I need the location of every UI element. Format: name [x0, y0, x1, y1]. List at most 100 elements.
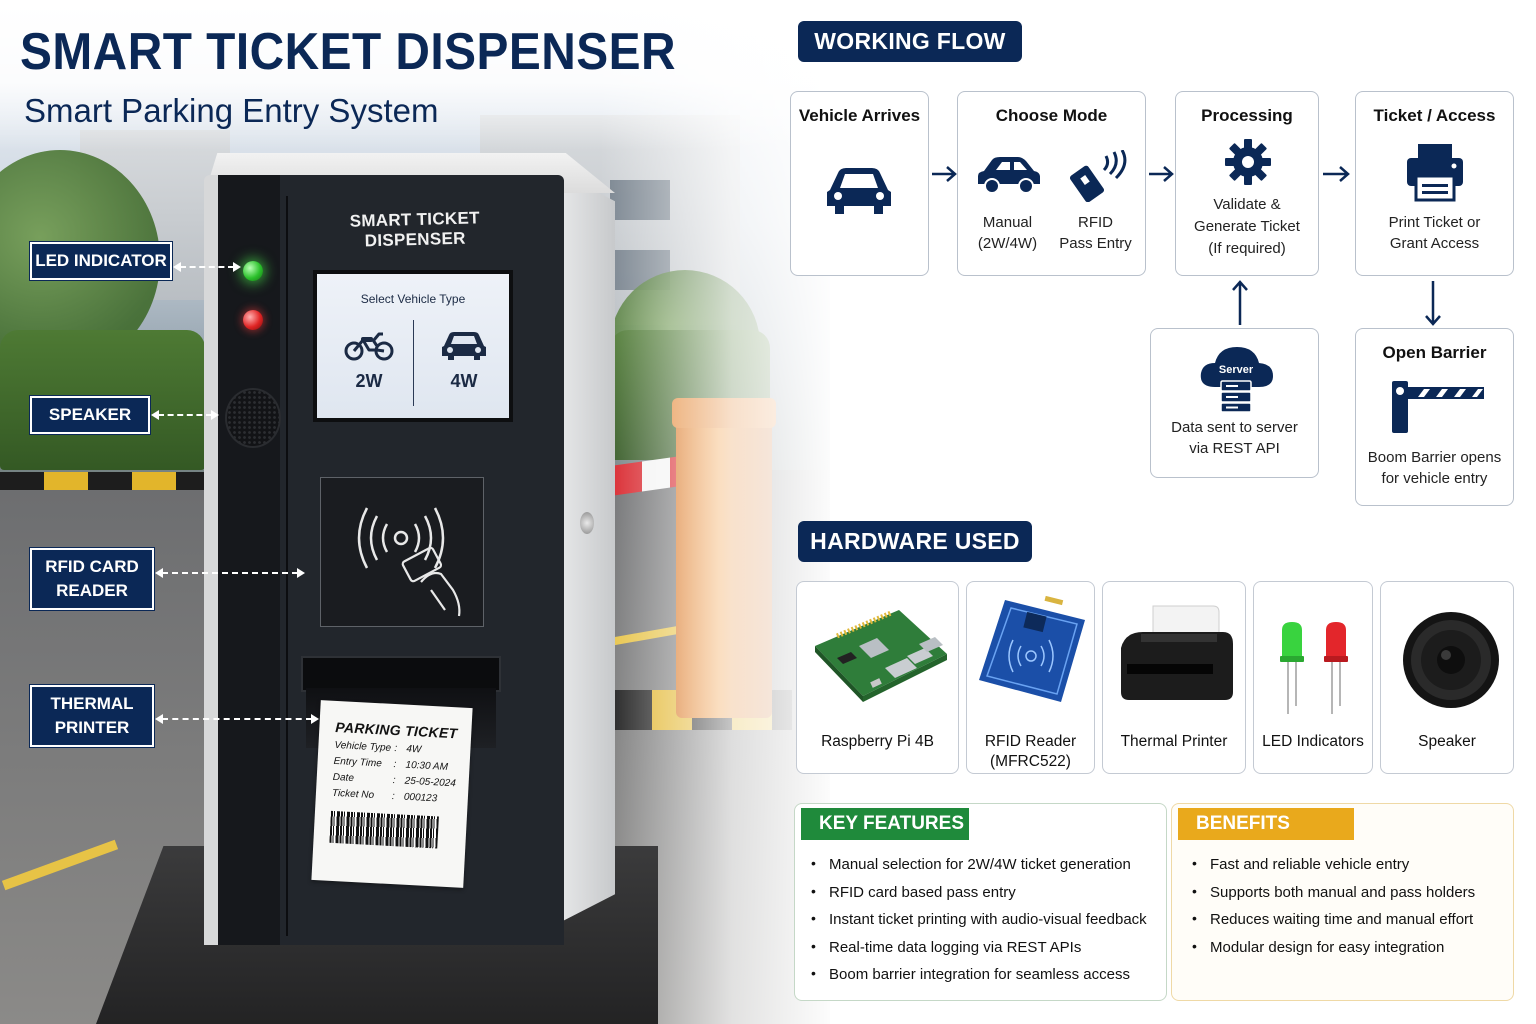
- flow-arrow-up: [1232, 280, 1248, 325]
- parking-ticket: PARKING TICKET Vehicle Type:4W Entry Tim…: [311, 700, 473, 888]
- benefits-panel: BENEFITS Fast and reliable vehicle entry…: [1171, 803, 1514, 1001]
- page-title: SMART TICKET DISPENSER: [20, 23, 677, 81]
- callout-led-indicator: LED INDICATOR: [29, 241, 173, 281]
- ticket-row: Entry Time:10:30 AM: [333, 755, 449, 773]
- gear-icon: [1225, 139, 1271, 185]
- ticket-row: Date:25-05-2024: [332, 771, 457, 790]
- page-subtitle: Smart Parking Entry System: [24, 92, 439, 129]
- benefits-heading: BENEFITS: [1178, 808, 1354, 840]
- screen-option-2w[interactable]: 2W: [329, 328, 409, 392]
- list-item: Boom barrier integration for seamless ac…: [811, 965, 1147, 994]
- raspberry-pi-image: [815, 610, 947, 702]
- key-features-list: Manual selection for 2W/4W ticket genera…: [811, 855, 1147, 994]
- key-features-panel: KEY FEATURES Manual selection for 2W/4W …: [794, 803, 1167, 1001]
- flow-step-title: Ticket / Access: [1373, 106, 1496, 125]
- working-flow-heading: WORKING FLOW: [798, 21, 1022, 62]
- list-item: Modular design for easy integration: [1192, 938, 1475, 967]
- callout-connector: [155, 714, 319, 724]
- flow-step-title: Processing: [1201, 106, 1293, 125]
- list-item: RFID card based pass entry: [811, 883, 1147, 912]
- car-icon: [827, 168, 891, 214]
- hardware-label: RFID Reader(MFRC522): [984, 733, 1077, 770]
- screen-divider: [413, 320, 414, 406]
- hardware-item-rfid-reader: RFID Reader(MFRC522): [966, 581, 1095, 774]
- hardware-label: Raspberry Pi 4B: [821, 733, 934, 750]
- speaker-image: [1403, 612, 1499, 708]
- led-components-image: [1280, 622, 1348, 714]
- hardware-item-raspberry-pi: Raspberry Pi 4B: [796, 581, 959, 774]
- product-photo: SMART TICKET DISPENSER Select Vehicle Ty…: [0, 0, 830, 1024]
- callout-connector: [151, 410, 219, 420]
- rfid-card-icon: [1070, 150, 1127, 202]
- flow-step-desc: Manual(2W/4W): [977, 214, 1038, 252]
- flow-arrow-down: [1425, 281, 1441, 326]
- printer-icon: [1407, 144, 1463, 202]
- speaker-grille: [225, 388, 281, 448]
- hardware-item-thermal-printer: Thermal Printer: [1102, 581, 1246, 774]
- screen-option-label: 4W: [450, 371, 478, 391]
- machine-label: SMART TICKET DISPENSER: [349, 208, 481, 251]
- list-item: Instant ticket printing with audio-visua…: [811, 910, 1147, 939]
- screen-option-4w[interactable]: 4W: [424, 328, 504, 392]
- road-curb: [0, 472, 205, 490]
- hardware-label: LED Indicators: [1262, 733, 1364, 750]
- hardware-item-speaker: Speaker: [1380, 581, 1514, 774]
- callout-connector: [173, 262, 241, 272]
- touch-screen: Select Vehicle Type 2W 4W: [313, 270, 513, 422]
- list-item: Supports both manual and pass holders: [1192, 883, 1475, 912]
- benefits-list: Fast and reliable vehicle entry Supports…: [1192, 855, 1475, 967]
- car-side-icon: [978, 157, 1040, 194]
- barcode: [329, 810, 439, 849]
- machine-lock: [580, 512, 594, 534]
- rfid-reader-pad: [320, 477, 484, 627]
- flow-step-vehicle-arrives: Vehicle Arrives: [790, 91, 929, 276]
- rfid-tap-icon: [357, 507, 461, 617]
- list-item: Reduces waiting time and manual effort: [1192, 910, 1475, 939]
- red-led: [243, 310, 263, 330]
- flow-arrow-right: [1149, 166, 1174, 182]
- printer-slot: [301, 656, 501, 692]
- ticket-row: Ticket No:000123: [331, 787, 438, 805]
- hardware-item-led-indicators: LED Indicators: [1253, 581, 1373, 774]
- flow-step-title: Vehicle Arrives: [798, 106, 921, 125]
- flow-step-desc: Validate &Generate Ticket(If required): [1194, 196, 1300, 257]
- motorcycle-icon: [344, 332, 394, 361]
- rfid-module-image: [979, 596, 1085, 702]
- flow-step-processing: Processing Validate &Generate Ticket(If …: [1175, 91, 1319, 276]
- hardware-heading: HARDWARE USED: [798, 521, 1032, 562]
- ticket-title: PARKING TICKET: [335, 718, 458, 742]
- list-item: Manual selection for 2W/4W ticket genera…: [811, 855, 1147, 884]
- callout-speaker: SPEAKER: [29, 395, 151, 435]
- hardware-label: Speaker: [1418, 733, 1476, 750]
- key-features-heading: KEY FEATURES: [801, 808, 969, 840]
- list-item: Fast and reliable vehicle entry: [1192, 855, 1475, 884]
- green-led: [243, 261, 263, 281]
- thermal-printer-image: [1121, 605, 1233, 700]
- car-icon: [442, 332, 486, 360]
- machine-divider: [286, 196, 288, 936]
- hardware-label: Thermal Printer: [1120, 733, 1228, 750]
- flow-arrow-right: [932, 166, 957, 182]
- boom-barrier-icon: [1392, 381, 1484, 433]
- flow-step-title: Open Barrier: [1382, 343, 1487, 362]
- ticket-row: Vehicle Type:4W: [334, 739, 422, 756]
- server-icon-label: Server: [1219, 364, 1254, 376]
- machine-side-panel: [555, 170, 615, 925]
- callout-connector: [155, 568, 305, 578]
- flow-step-title: Choose Mode: [995, 106, 1108, 125]
- scene-top-fade: [0, 0, 830, 150]
- list-item: Real-time data logging via REST APIs: [811, 938, 1147, 967]
- flow-arrow-right: [1323, 166, 1350, 182]
- screen-prompt: Select Vehicle Type: [360, 292, 466, 306]
- screen-option-label: 2W: [355, 371, 383, 391]
